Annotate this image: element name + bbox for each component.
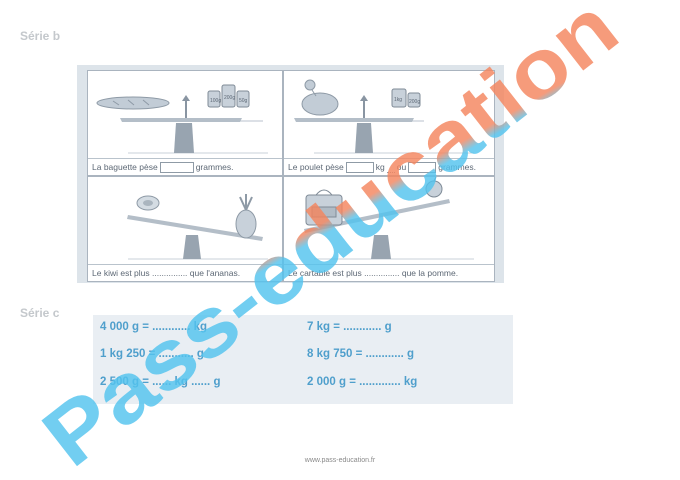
kiwi-scale-illustration (127, 194, 268, 260)
weight-label: 1kg (394, 97, 402, 103)
conversion-2: 1 kg 250 = ........... g (100, 348, 204, 360)
pineapple-icon (235, 194, 257, 239)
weight-label: 200g (409, 99, 420, 105)
conversion-6: 2 000 g = ............. kg (307, 376, 418, 388)
apple-icon (425, 177, 443, 198)
baguette-scale-illustration: 100g 200g 50g (96, 84, 268, 154)
weights-icon: 100g 200g 50g (207, 84, 250, 108)
kiwi-question: Le kiwi est plus ............... que l'a… (88, 264, 282, 281)
weight-label: 50g (239, 98, 248, 104)
question-text: grammes. (195, 162, 234, 172)
weight-label: 100g (210, 98, 221, 104)
chicken-icon (301, 79, 339, 116)
weights-icon: 1kg 200g (391, 88, 421, 108)
conversion-4: 7 kg = ............ g (307, 321, 392, 333)
question-text: kg (375, 162, 385, 172)
kiwi-icon (136, 195, 160, 211)
baguette-cell: 100g 200g 50g La baguette pèse grammes. (87, 70, 283, 176)
exercise-c-panel: 4 000 g = ............ kg 1 kg 250 = ...… (93, 315, 513, 404)
cartable-pomme-cell: Le cartable est plus ............... que… (283, 176, 495, 282)
question-text: La baguette pèse (92, 162, 158, 172)
baguette-icon (96, 96, 170, 110)
cartable-question: Le cartable est plus ............... que… (284, 264, 494, 281)
schoolbag-icon (305, 189, 343, 226)
kiwi-ananas-cell: Le kiwi est plus ............... que l'a… (87, 176, 283, 282)
footer-url: www.pass-education.fr (304, 457, 376, 464)
poulet-question: Le poulet pèse kg ou grammes. (284, 158, 494, 175)
serie-b-heading: Série b (20, 29, 61, 43)
watermark-text: Pass-education (25, 0, 634, 480)
conversion-1: 4 000 g = ............ kg (100, 321, 208, 333)
answer-blank[interactable] (386, 163, 395, 173)
question-text: Le poulet pèse (288, 162, 344, 172)
cartable-scale-illustration (304, 177, 474, 260)
poulet-scale-illustration: 1kg 200g (294, 79, 474, 154)
answer-blank[interactable] (159, 162, 194, 174)
poulet-cell: 1kg 200g Le poulet pèse kg ou grammes. (283, 70, 495, 176)
baguette-question: La baguette pèse grammes. (88, 158, 282, 175)
answer-blank[interactable] (345, 162, 374, 174)
answer-blank[interactable] (408, 162, 437, 174)
weight-label: 200g (224, 95, 235, 101)
serie-c-heading: Série c (20, 306, 60, 320)
conversion-3: 2 500 g = ...... kg ...... g (100, 376, 221, 388)
question-text: grammes. (438, 162, 477, 172)
question-text: ou (396, 162, 407, 172)
exercise-b-panel: 100g 200g 50g La baguette pèse grammes. (77, 65, 504, 283)
conversion-5: 8 kg 750 = ............ g (307, 348, 415, 360)
